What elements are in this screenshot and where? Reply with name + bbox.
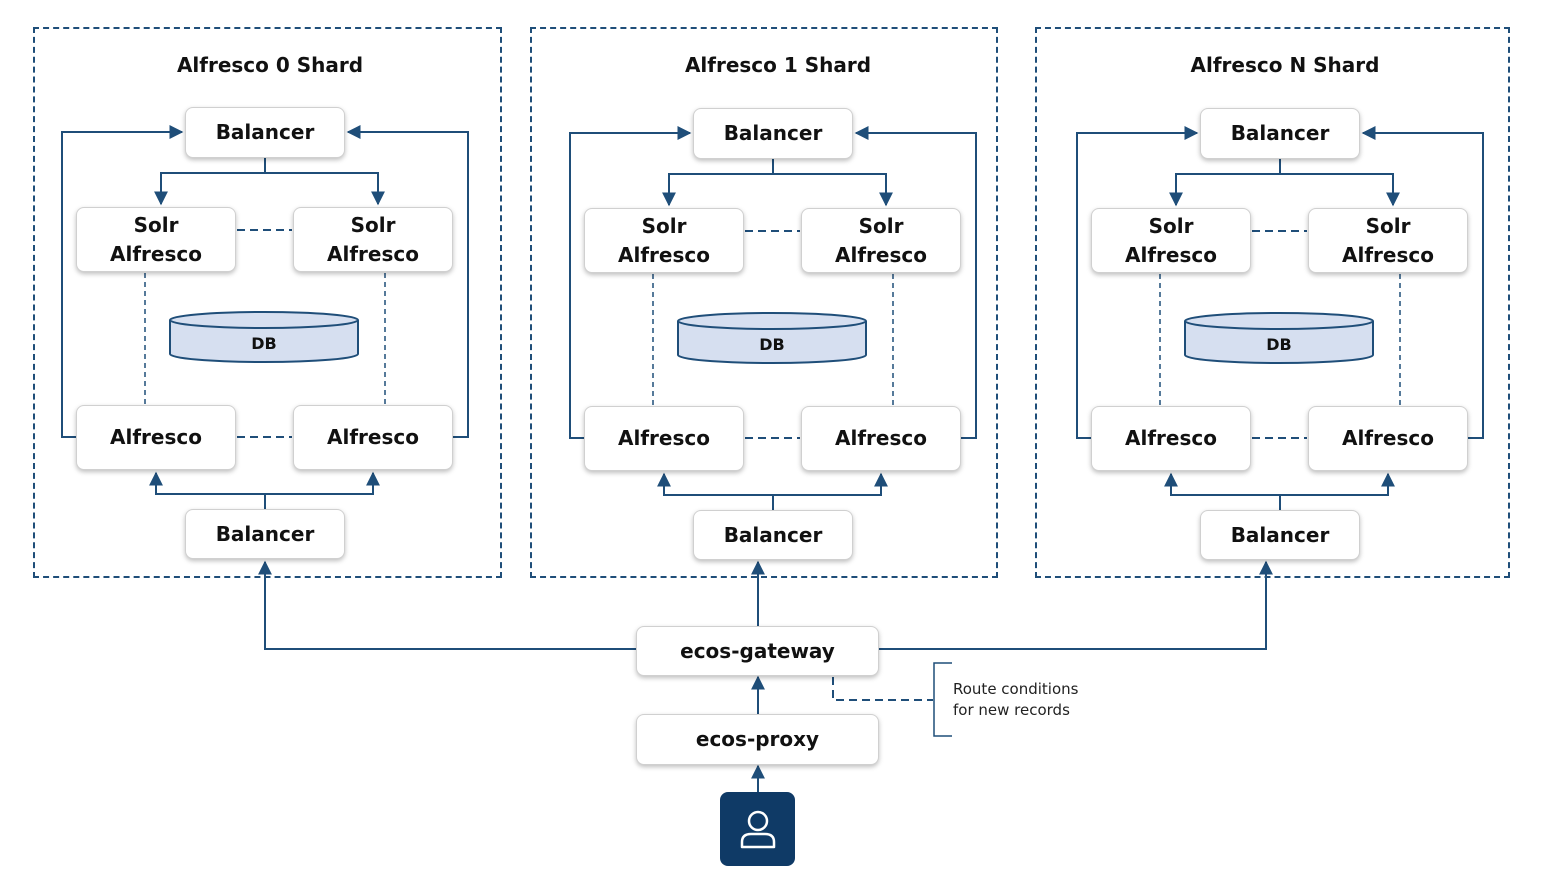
shard-1-bottom-balancer: Balancer [693, 510, 853, 560]
shard-1-alfresco-left: Alfresco [584, 406, 744, 471]
shard-0-frame [33, 27, 502, 578]
shard-1-bottom-balancer-label: Balancer [723, 522, 823, 547]
shard-2-bottom-balancer: Balancer [1200, 510, 1360, 560]
shard-0-balancer-to-solr-left [154, 158, 266, 206]
shard-1-solr-left-label: Solr [641, 213, 687, 238]
shard-1-solr-right-label: Solr [858, 213, 904, 238]
shard-1-solr-left-label: Alfresco [618, 242, 710, 267]
shard-2-alfresco-right: Alfresco [1308, 406, 1468, 471]
shard-2-alfresco-left-label: Alfresco [1125, 426, 1217, 450]
shard-1-bottom-balancer-to-alfresco-left [657, 472, 774, 510]
shard-1-balancer-to-solr-left [662, 159, 774, 207]
shard-0-alfresco-right-label: Alfresco [327, 425, 419, 449]
shard-1-db-label: DB [759, 335, 785, 354]
shard-0-solr-left-label: Solr [133, 212, 179, 237]
shard-0-top-balancer-label: Balancer [215, 120, 315, 144]
shard-0-bottom-balancer-to-alfresco-left [149, 471, 266, 509]
shard-1-top-balancer-label: Balancer [723, 121, 823, 145]
shard-2-top-balancer-label: Balancer [1230, 121, 1330, 145]
shard-1-alfresco-left-label: Alfresco [618, 426, 710, 450]
shard-1-solr-right-label: Alfresco [835, 242, 927, 267]
shard-2-solr-left-label: Alfresco [1125, 242, 1217, 267]
route-conditions-link [832, 677, 933, 701]
gateway-to-shard-0 [258, 560, 636, 650]
shard-0-alfresco-right: Alfresco [293, 405, 453, 470]
shard-0-solr-right-label: Alfresco [327, 241, 419, 266]
ecos-gateway-node: ecos-gateway [636, 626, 879, 676]
shard-0-top-balancer: Balancer [185, 107, 345, 158]
shard-2-bottom-balancer-to-alfresco-left [1164, 472, 1281, 510]
shard-2-balancer-to-solr-left [1169, 159, 1281, 207]
shard-1-alfresco-right-to-balancer [854, 126, 977, 439]
shard-2-db-cylinder [1184, 312, 1374, 364]
shard-0-solr-left-label: Alfresco [110, 241, 202, 266]
shard-0-alfresco-left-label: Alfresco [110, 425, 202, 449]
ecos-proxy-label: ecos-proxy [695, 727, 820, 751]
shard-2-title: Alfresco N Shard [1190, 53, 1380, 77]
shard-2-db-label: DB [1266, 335, 1292, 354]
shard-1-bottom-balancer-to-alfresco-right [773, 472, 888, 496]
shard-2-top-balancer: Balancer [1200, 108, 1360, 159]
gateway-to-shard-n [879, 560, 1273, 650]
shard-0-bottom-balancer: Balancer [185, 509, 345, 559]
shard-0-balancer-to-solr-right [265, 172, 385, 206]
route-conditions-bracket [933, 662, 952, 737]
route-note-line-2: for new records [953, 701, 1070, 719]
shard-0-solr-right-label: Solr [350, 212, 396, 237]
shard-2-balancer-to-solr-right [1280, 173, 1400, 207]
shard-1-frame [530, 27, 998, 578]
shard-1-alfresco-right: Alfresco [801, 406, 961, 471]
shard-1-db-cylinder [677, 312, 867, 364]
shard-1-balancer-to-solr-right [773, 173, 893, 207]
shard-2-solr-left-label: Solr [1148, 213, 1194, 238]
shard-2-frame [1035, 27, 1510, 578]
shard-2-alfresco-right-to-balancer [1361, 126, 1484, 439]
shard-0-bottom-balancer-to-alfresco-right [265, 471, 380, 495]
shard-0-title: Alfresco 0 Shard [176, 53, 364, 77]
shard-1-alfresco-left-to-balancer [569, 126, 692, 439]
shard-1-alfresco-right-label: Alfresco [835, 426, 927, 450]
ecos-proxy-node: ecos-proxy [636, 714, 879, 765]
shard-0-bottom-balancer-label: Balancer [215, 521, 315, 546]
shard-0-alfresco-right-to-balancer [346, 125, 469, 438]
user-icon [720, 792, 795, 866]
shard-1-top-balancer: Balancer [693, 108, 853, 159]
route-conditions-note: Route conditions for new records [953, 679, 1078, 721]
route-note-line-1: Route conditions [953, 680, 1079, 698]
ecos-gateway-label: ecos-gateway [680, 638, 835, 663]
shard-2-alfresco-left-to-balancer [1076, 126, 1199, 439]
shard-2-solr-right-label: Alfresco [1342, 242, 1434, 267]
shard-2-solr-right-label: Solr [1365, 213, 1411, 238]
shard-0-db-cylinder [169, 311, 359, 363]
shard-0-db-label: DB [251, 334, 277, 353]
shard-2-alfresco-left: Alfresco [1091, 406, 1251, 471]
shard-0-alfresco-left-to-balancer [61, 125, 184, 438]
shard-0-alfresco-left: Alfresco [76, 405, 236, 470]
shard-2-bottom-balancer-to-alfresco-right [1280, 472, 1395, 496]
shard-2-bottom-balancer-label: Balancer [1230, 522, 1330, 547]
shard-2-alfresco-right-label: Alfresco [1342, 426, 1434, 450]
shard-1-title: Alfresco 1 Shard [684, 53, 872, 77]
